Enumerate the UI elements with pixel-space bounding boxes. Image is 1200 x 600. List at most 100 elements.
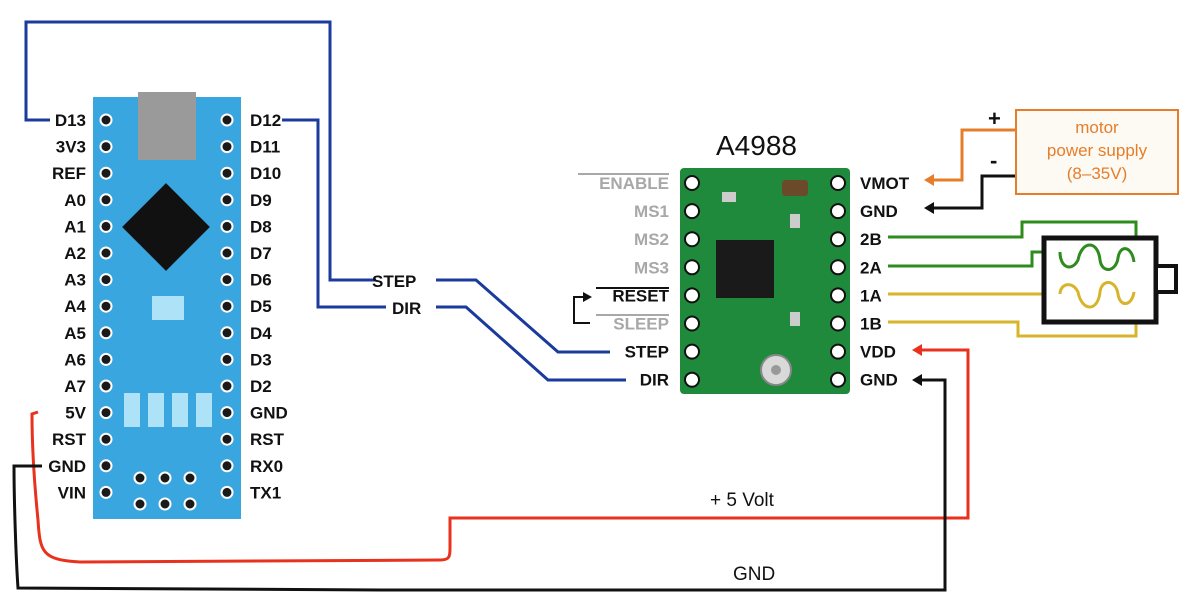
led-3	[172, 393, 188, 427]
yellow-coil	[1058, 281, 1136, 309]
psu-plus-sign: +	[988, 106, 1001, 131]
gnd-wire-label: GND	[733, 564, 775, 585]
psu-line-1: motor	[1075, 118, 1119, 137]
vdd-arrow	[912, 344, 922, 356]
driver-resistor-1	[722, 192, 736, 202]
driver-left-pin-hole	[684, 259, 700, 276]
arduino-left-pin-label: A5	[64, 324, 86, 343]
arduino-left-pin-label: A6	[64, 350, 86, 369]
icsp-pin-hole	[158, 497, 172, 511]
arduino-left-pin-label: 3V3	[56, 138, 86, 157]
arduino-left-pin-hole	[99, 352, 113, 366]
arduino-left-pin-hole	[99, 299, 113, 313]
arduino-left-pin-label: GND	[48, 457, 86, 476]
driver-right-pin-label: VMOT	[860, 174, 910, 193]
vdd-wire-label: + 5 Volt	[710, 490, 775, 511]
arduino-right-pin-hole	[220, 219, 234, 233]
arduino-left-pin-label: A2	[64, 244, 86, 263]
psu-line-3: (8–35V)	[1067, 164, 1127, 183]
arduino-left-pin-hole	[99, 485, 113, 499]
green-coil	[1058, 243, 1136, 271]
arduino-right-pin-label: D2	[250, 377, 272, 396]
motor-body	[1041, 235, 1159, 325]
arduino-right-pin-hole	[220, 166, 234, 180]
coil-2b-wire	[888, 220, 1138, 239]
arduino-right-pin-hole	[220, 246, 234, 260]
arduino-left-pin-hole	[99, 379, 113, 393]
driver-right-pin-hole	[830, 287, 846, 304]
arduino-right-pin-hole	[220, 299, 234, 313]
arduino-left-pin-label: A0	[64, 191, 86, 210]
driver-left-pin-hole	[684, 203, 700, 220]
motor-shaft	[1154, 264, 1178, 294]
step-signal-label: STEP	[372, 272, 416, 291]
driver-right-pin-hole	[830, 259, 846, 276]
arduino-right-pin-hole	[220, 352, 234, 366]
arduino-left-pin-label: A4	[64, 297, 86, 316]
coil-2a-wire	[888, 250, 1060, 268]
driver-right-pin-label: GND	[860, 202, 898, 221]
vdd-wire	[30, 348, 970, 564]
driver-right-pin-hole	[830, 343, 846, 360]
vmot-arrow	[924, 174, 934, 186]
usb-connector	[138, 92, 196, 160]
arduino-left-pin-hole	[99, 406, 113, 420]
icsp-pin-hole	[158, 471, 172, 485]
driver-left-pin-hole	[684, 315, 700, 332]
arduino-right-pin-hole	[220, 459, 234, 473]
driver-left-pin-label: STEP	[625, 343, 669, 362]
arduino-right-pin-label: TX1	[250, 483, 281, 502]
driver-resistor-3	[790, 312, 800, 326]
driver-right-pin-hole	[830, 231, 846, 248]
driver-left-pin-label: MS1	[634, 202, 669, 221]
arduino-left-pin-label: A3	[64, 271, 86, 290]
arduino-pin-holes	[99, 113, 234, 511]
arduino-left-pin-hole	[99, 326, 113, 340]
arduino-right-pin-label: GND	[250, 404, 288, 423]
driver-left-pin-label: MS2	[634, 230, 669, 249]
arduino-left-pin-label: REF	[52, 164, 86, 183]
icsp-pin-hole	[133, 471, 147, 485]
reset-sleep-jumper	[573, 296, 590, 324]
driver-right-pin-hole	[830, 315, 846, 332]
arduino-left-pin-label: RST	[52, 430, 87, 449]
driver-right-pin-label: VDD	[860, 343, 896, 362]
driver-right-pin-hole	[830, 175, 846, 191]
arduino-left-pin-hole	[99, 432, 113, 446]
icsp-pin-hole	[183, 471, 197, 485]
icsp-pin-hole	[133, 497, 147, 511]
arduino-right-pin-label: D3	[250, 350, 272, 369]
driver-title: A4988	[716, 130, 797, 161]
arduino-right-pin-hole	[220, 273, 234, 287]
driver-left-pin-hole	[684, 287, 700, 304]
driver-left-pin-hole	[684, 175, 700, 191]
step-driver-wire	[436, 278, 610, 354]
driver-capacitor	[782, 180, 808, 196]
arduino-left-pin-label: D13	[55, 111, 86, 130]
psu-gnd-wire	[932, 174, 1016, 210]
driver-right-pin-hole	[830, 371, 846, 388]
arduino-right-pin-hole	[220, 113, 234, 127]
arduino-left-pin-label: A7	[64, 377, 86, 396]
motor-power-supply: motor power supply (8–35V) + -	[988, 106, 1179, 195]
dir-signal-label: DIR	[392, 299, 421, 318]
driver-left-pin-hole	[684, 231, 700, 248]
arduino-right-pin-hole	[220, 193, 234, 207]
driver-right-pin-label: 2B	[860, 230, 882, 249]
arduino-left-pin-hole	[99, 459, 113, 473]
arduino-left-pin-hole	[99, 166, 113, 180]
driver-left-pin-label: RESET	[612, 286, 669, 305]
arduino-right-pin-hole	[220, 406, 234, 420]
dir-driver-wire	[436, 305, 626, 382]
arduino-left-pin-hole	[99, 246, 113, 260]
trim-potentiometer-center	[771, 365, 781, 375]
driver-left-pin-hole	[684, 343, 700, 360]
arduino-left-pin-label: A1	[64, 217, 86, 236]
mcu-chip	[122, 183, 210, 271]
arduino-right-pin-label: RST	[250, 430, 285, 449]
driver-right-pin-hole	[830, 203, 846, 220]
